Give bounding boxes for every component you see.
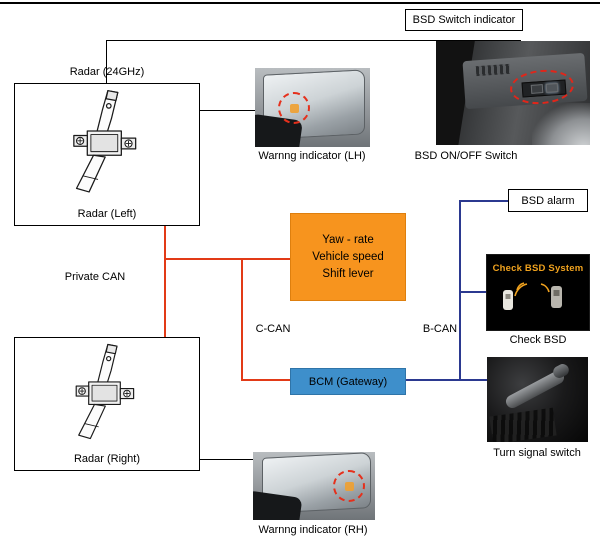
connector-bcan-to-check-bsd [459,291,487,293]
c-can-label: C-CAN [255,323,291,335]
connector-bcan-vertical [459,200,461,381]
connector-ccan-vertical [241,258,243,381]
column-vent-shape [489,407,557,442]
bsd-onoff-switch-label: BSD ON/OFF Switch [414,150,518,162]
bsd-switch-indicator-box: BSD Switch indicator [405,9,523,31]
warning-indicator-rh-photo [253,452,375,520]
warning-indicator-circle-icon [278,92,310,124]
warning-lamp-icon [289,103,299,113]
radar-right-label: Radar (Right) [73,453,141,465]
warning-lamp-icon [344,481,354,491]
yaw-rate-line: Yaw - rate [322,233,374,246]
radar-left-illustration [73,90,137,193]
radar-right-illustration [75,343,135,440]
bsd-alarm-box: BSD alarm [508,189,588,212]
bsd-alarm-label: BSD alarm [521,194,575,207]
warning-indicator-circle-icon [333,470,365,502]
connector-radar-to-top [106,40,107,83]
bsd-cars-graphic [503,282,562,310]
connector-radar-right-to-mirror-rh [200,459,253,460]
connector-ccan-to-bcm [241,379,290,381]
bsd-switch-photo [436,41,590,145]
radar-left-label: Radar (Left) [77,208,137,220]
check-bsd-display: Check BSD System [486,254,590,331]
radar-left-box: Radar (Left) [14,83,200,226]
check-bsd-label: Check BSD [509,334,567,346]
connector-bcan-bcm-to-turn-signal [406,379,487,381]
warning-rh-label: Warnng indicator (RH) [258,524,368,536]
bcm-gateway-box: BCM (Gateway) [290,368,406,395]
connector-private-can [164,226,166,337]
connector-ccan-to-yaw-box [164,258,290,260]
private-can-label: Private CAN [64,271,126,283]
warning-lh-label: Warnng indicator (LH) [258,150,366,162]
radar-right-box: Radar (Right) [14,337,200,471]
shift-lever-line: Shift lever [322,267,374,280]
radar-24ghz-label: Radar (24GHz) [69,66,145,78]
turn-signal-switch-photo [487,357,588,442]
bcm-gateway-label: BCM (Gateway) [308,375,388,388]
seat-highlight-shape [532,103,590,145]
top-frame-line [0,2,600,4]
check-bsd-display-text: Check BSD System [492,263,584,274]
connector-bcan-to-alarm [459,200,509,202]
turn-signal-label: Turn signal switch [493,447,581,459]
warning-indicator-lh-photo [255,68,370,147]
connector-top-to-switch-photo [106,40,521,41]
b-can-label: B-CAN [422,323,458,335]
vehicle-speed-line: Vehicle speed [312,250,384,263]
bsd-switch-indicator-label: BSD Switch indicator [412,14,516,26]
yaw-rate-input-box: Yaw - rate Vehicle speed Shift lever [290,213,406,301]
connector-radar-left-to-mirror-lh [200,110,255,111]
